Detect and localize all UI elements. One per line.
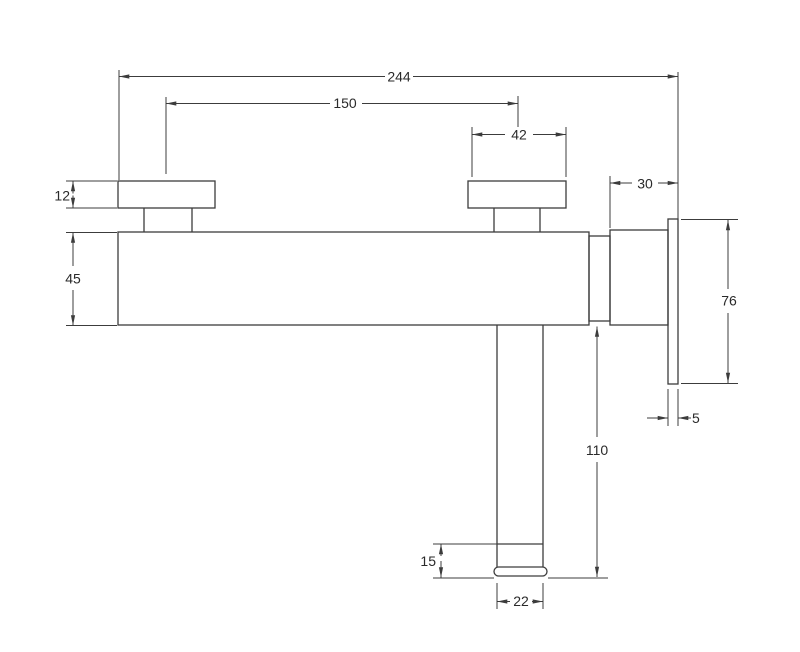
right-handle-cap: [467, 180, 567, 209]
dim-handle-spacing-label: 150: [333, 95, 357, 111]
dim-backplate-height-extension-lines: [681, 219, 738, 384]
dim-backplate-height-label: 76: [721, 293, 737, 309]
dim-tip-width-extension-lines: [496, 583, 544, 609]
dim-backplate-thickness: 5: [647, 389, 700, 426]
dim-backplate-thickness-label: 5: [692, 410, 700, 426]
dim-backplate-height: 76: [681, 219, 738, 384]
spout-tip-bead: [493, 566, 548, 577]
dim-tip-width: 22: [496, 583, 544, 609]
right-handle-stem: [493, 208, 541, 232]
dim-wall-offset-label: 30: [637, 176, 653, 192]
left-handle-cap: [117, 180, 216, 209]
dim-cap-height-extension-lines: [66, 180, 117, 209]
dim-backplate-thickness-extension-lines: [667, 389, 679, 426]
dim-spout-drop: 110: [433, 326, 609, 579]
spout-pipe: [496, 325, 544, 567]
dim-overall-width-label: 244: [387, 69, 411, 85]
dim-tip-height: 15: [420, 543, 497, 578]
left-handle-stem: [143, 208, 193, 232]
dim-cap-height: 12: [54, 180, 117, 209]
wall-plate: [667, 218, 679, 385]
dim-body-height: 45: [65, 232, 117, 326]
dim-tip-height-label: 15: [420, 553, 436, 569]
dim-wall-offset: 30: [609, 176, 678, 228]
dim-spout-drop-label: 110: [586, 442, 609, 458]
faucet-outline: [117, 180, 679, 577]
dim-overall-width-extension-lines: [118, 70, 679, 219]
dim-body-height-label: 45: [65, 271, 81, 287]
dim-cap-height-label: 12: [54, 188, 70, 204]
dim-handle-spacing-extension-lines: [165, 96, 519, 174]
dim-handle-spacing: 150: [165, 95, 519, 174]
dim-handle-width-extension-lines: [471, 127, 567, 177]
dim-overall-width: 244: [118, 69, 679, 219]
dim-body-height-extension-lines: [66, 232, 117, 326]
body-wall-connector: [588, 235, 611, 322]
dim-tip-width-label: 22: [513, 593, 529, 609]
dim-handle-width-label: 42: [511, 127, 527, 143]
wall-valve-block: [609, 229, 669, 326]
faucet-body: [117, 231, 590, 326]
dim-handle-width: 42: [471, 127, 567, 177]
